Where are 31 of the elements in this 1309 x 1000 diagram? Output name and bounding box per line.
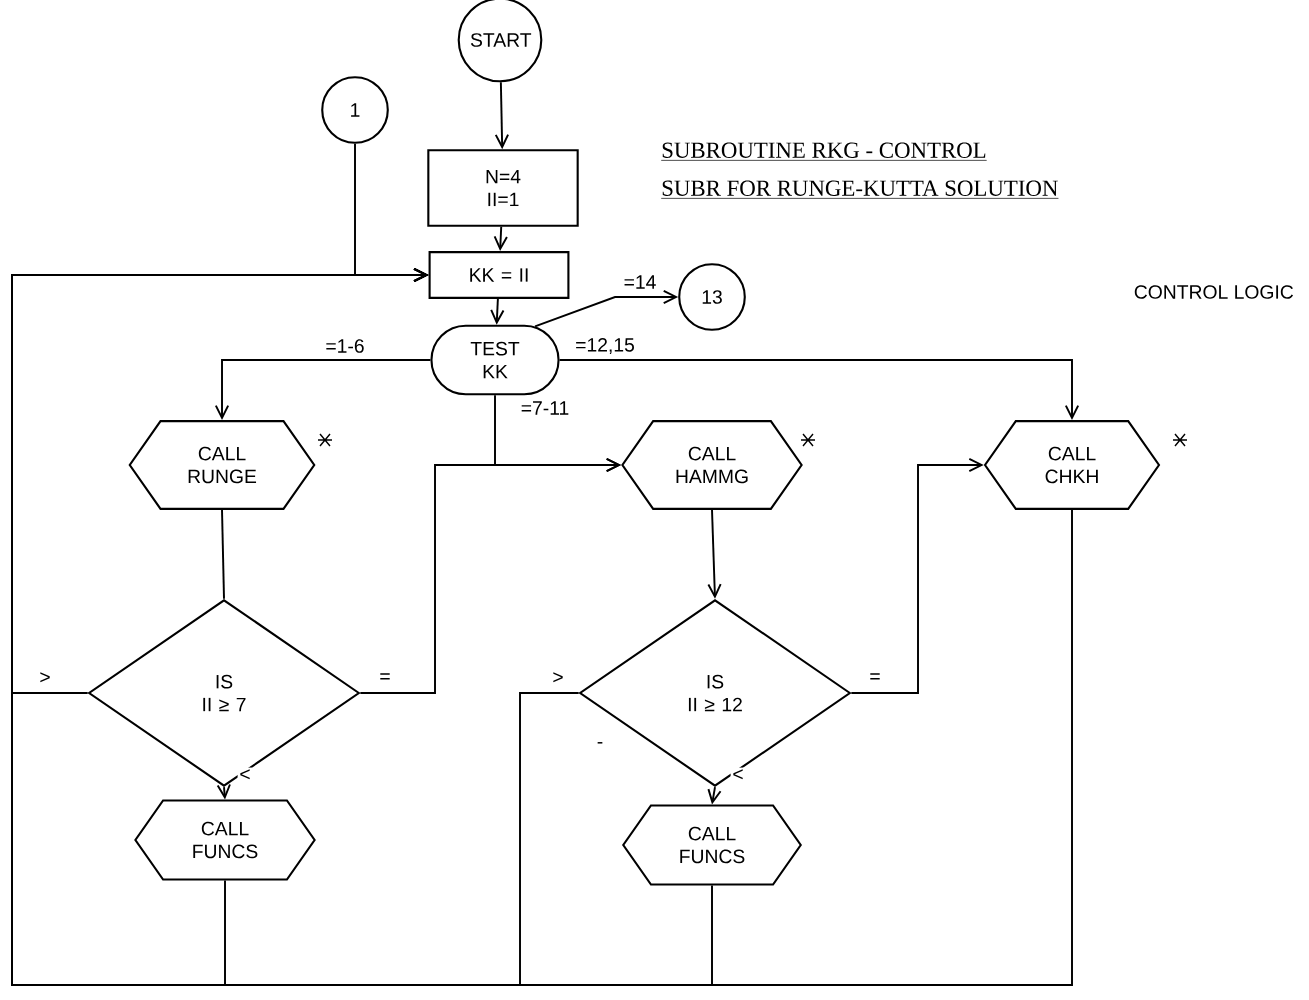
edge-label: =1-6 <box>323 337 367 355</box>
call-hexagon: CALL FUNCS <box>622 804 802 886</box>
call-hexagon: CALL FUNCS <box>134 799 316 881</box>
edge-label: =7-11 <box>519 399 572 417</box>
process-box: KK = II <box>428 251 570 299</box>
terminal-box: TEST KK <box>430 324 560 396</box>
arrow <box>558 359 1080 420</box>
arrow <box>707 786 722 805</box>
call-hexagon: CALL RUNGE <box>128 420 316 510</box>
title: SUBROUTINE RKG - CONTROL <box>660 142 988 161</box>
edge-label: > <box>550 670 566 686</box>
arrow <box>11 267 1073 986</box>
arrow <box>359 457 622 694</box>
call-hexagon: CALL HAMMG <box>621 420 803 510</box>
arrow <box>493 225 508 252</box>
call-hexagon: CALL CHKH <box>983 420 1161 510</box>
edge-label: > <box>37 670 53 686</box>
arrow <box>707 509 722 599</box>
edge-label: =12,15 <box>573 336 637 356</box>
edge-label: = <box>867 671 883 685</box>
arrow <box>850 457 984 694</box>
note: - <box>597 742 603 744</box>
subtitle: SUBR FOR RUNGE-KUTTA SOLUTION <box>660 180 1059 199</box>
arrow <box>490 297 505 325</box>
process-box: N=4 II=1 <box>427 149 579 227</box>
note: CONTROL LOGIC <box>1134 285 1294 299</box>
edge-label: =14 <box>621 273 659 291</box>
arrow <box>214 359 432 420</box>
arrow <box>534 289 679 328</box>
edge-label: = <box>377 671 393 685</box>
arrow <box>494 81 510 150</box>
